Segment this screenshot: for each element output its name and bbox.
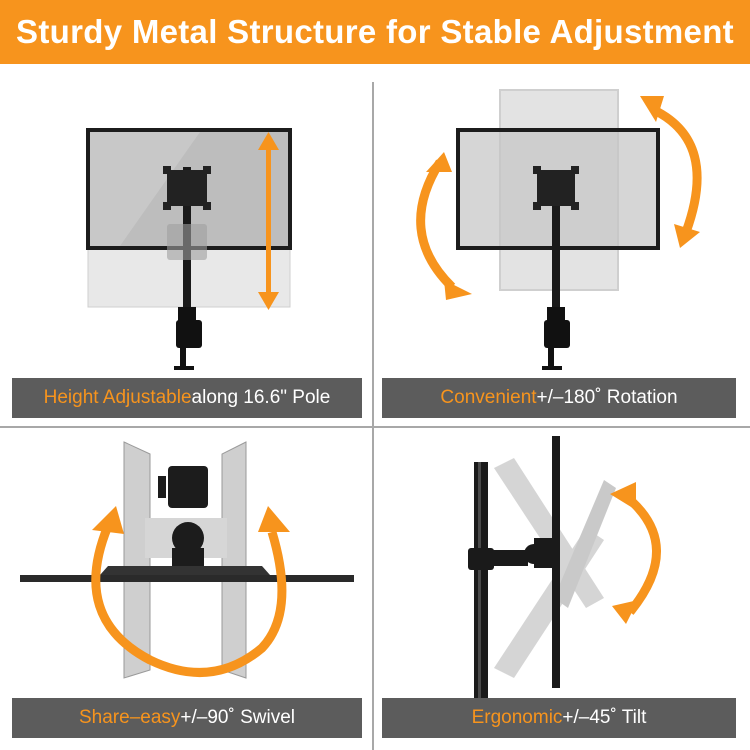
up-down-arrow-icon [258,132,279,310]
panel-swivel: Share–easy +/–90˚ Swivel [0,428,372,750]
divider-horizontal [0,426,750,428]
height-adjust-illustration [86,128,292,370]
page-title: Sturdy Metal Structure for Stable Adjust… [16,13,734,50]
monitor-icon [552,436,560,688]
vesa-plate-icon [533,166,579,210]
vesa-ghost-icon [167,224,207,260]
monitor-swivel-left-icon [123,441,151,679]
divider-vertical [372,82,374,750]
monitor-tilt-ghost-icon [554,480,616,608]
rotation-illustration [416,89,702,370]
caption-text: +/–45˚ Tilt [562,707,647,728]
clamp-icon [174,307,202,370]
caption-text: along 16.6" Pole [191,387,331,408]
header-banner: Sturdy Metal Structure for Stable Adjust… [0,0,750,64]
caption-highlight: Convenient [440,387,537,408]
monitor-swivel-right-icon [221,441,247,679]
vesa-plate-icon [163,166,211,210]
tilt-illustration [468,436,661,724]
caption-text: +/–90˚ Swivel [180,707,295,728]
caption-height-adjust: Height Adjustable along 16.6" Pole [12,378,362,418]
panel-tilt: Ergonomic +/–45˚ Tilt [374,428,750,750]
caption-swivel: Share–easy +/–90˚ Swivel [12,698,362,738]
pole-icon [552,182,560,312]
caption-highlight: Height Adjustable [43,387,192,408]
caption-rotation: Convenient +/–180˚ Rotation [382,378,736,418]
caption-text: +/–180˚ Rotation [536,387,678,408]
monitor-icon [20,575,354,582]
monitor-top-icon [100,566,270,575]
arrow-head-icon [444,280,472,300]
swivel-illustration [20,441,354,679]
swivel-arrow-icon [91,506,290,677]
panel-height-adjust: Height Adjustable along 16.6" Pole [0,82,372,426]
arrow-head-icon [640,96,664,122]
mount-arm-icon [468,538,554,570]
caption-tilt: Ergonomic +/–45˚ Tilt [382,698,736,738]
caption-highlight: Ergonomic [471,707,563,728]
caption-highlight: Share–easy [79,707,181,728]
rotate-arrow-icon [416,105,702,291]
panel-rotation: Convenient +/–180˚ Rotation [374,82,750,426]
arrow-head-icon [674,224,700,248]
mount-head-icon [145,466,227,570]
clamp-icon [542,307,570,370]
arrow-head-icon [426,152,452,172]
tilt-arrow-icon [610,482,661,624]
